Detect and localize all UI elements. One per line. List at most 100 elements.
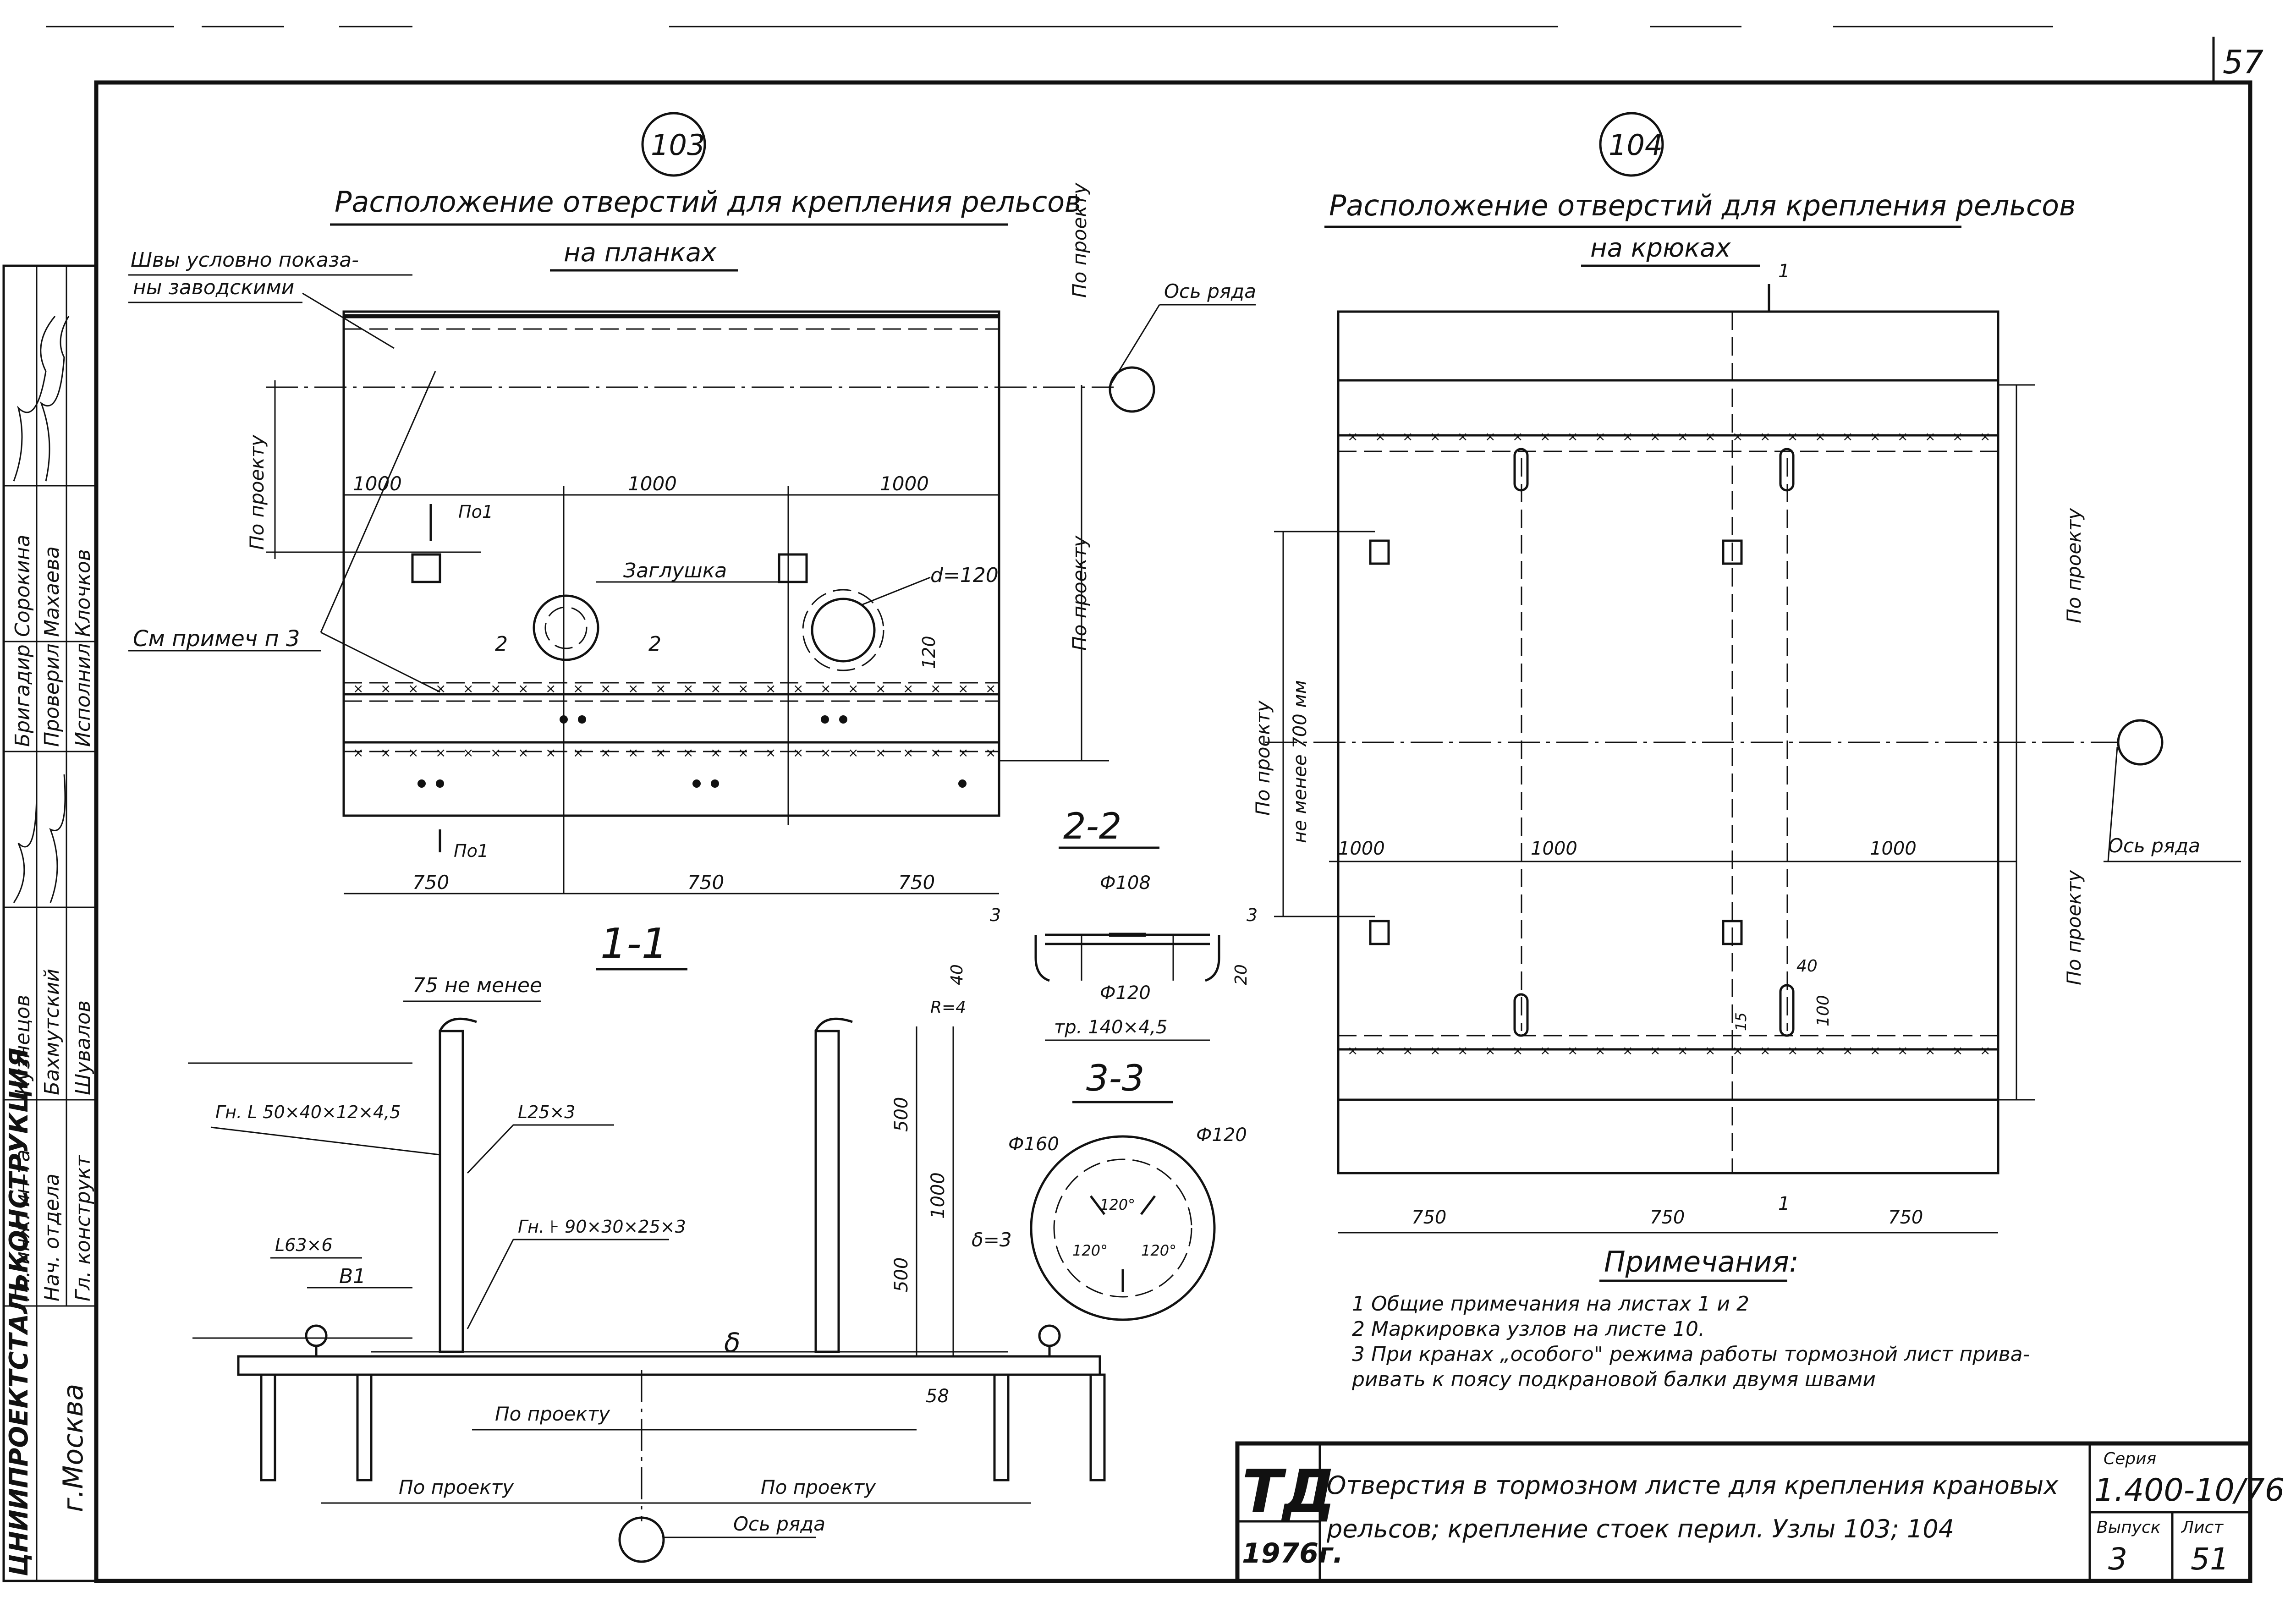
103-axis-circle [1109, 366, 1155, 413]
weld-mark: × [435, 745, 446, 760]
section-1-1-title: 1-1 [600, 920, 668, 968]
stamp-city: г.Москва [57, 1384, 89, 1512]
weld-mark: × [490, 745, 501, 760]
node-104-number: 104 [1609, 128, 1663, 162]
stamp-role-1: Гл. инж. ин-та [11, 1150, 34, 1301]
issue-label: Выпуск [2097, 1518, 2161, 1537]
104-dim-40: 40 [1796, 957, 1818, 976]
weld-mark: × [628, 681, 638, 696]
weld-mark: × [1732, 429, 1743, 444]
weld-mark: × [463, 681, 473, 696]
weld-mark: × [380, 681, 391, 696]
104-dim-100: 100 [1814, 995, 1833, 1026]
weld-mark: × [958, 745, 968, 760]
weld-mark: × [793, 681, 803, 696]
weld-mark: × [765, 681, 776, 696]
hole-diameter-label: d=120 [930, 564, 999, 587]
see-note: См примеч п 3 [133, 626, 300, 652]
104-dim-750-b: 750 [1650, 1207, 1685, 1228]
103-dim-1000-c: 1000 [880, 472, 929, 495]
103-section-2-right: 2 [648, 632, 661, 656]
weld-mark: × [1897, 1043, 1908, 1058]
sheet-value: 51 [2191, 1542, 2229, 1577]
104-axis-circle [2117, 719, 2164, 766]
weld-mark: × [1842, 1043, 1853, 1058]
103-section-2-left: 2 [495, 632, 508, 656]
title-year: 1976г. [1242, 1537, 1343, 1569]
weld-mark: × [1540, 429, 1550, 444]
2-2-d120: Ф120 [1100, 982, 1151, 1004]
stamp-role-6: Исполнил [71, 643, 95, 747]
weld-mark: × [1705, 1043, 1715, 1058]
3-3-delta3: δ=3 [972, 1229, 1012, 1251]
104-per-project-left: По проекту [1252, 700, 1274, 816]
weld-mark: × [985, 745, 996, 760]
3-3-angle-3: 120° [1141, 1242, 1176, 1259]
notes: Примечания: 1 Общие примечания на листах… [1351, 1245, 2030, 1391]
weld-mark: × [903, 681, 913, 696]
weld-mark: × [573, 681, 583, 696]
stamp-name-6: Клочков [71, 549, 95, 637]
103-dim-750-b: 750 [687, 871, 724, 894]
stamp-name-3: Шувалов [71, 1000, 95, 1095]
weld-mark: × [1567, 429, 1578, 444]
weld-mark: × [1925, 429, 1935, 444]
weld-mark: × [490, 681, 501, 696]
weld-mark: × [1512, 1043, 1523, 1058]
weld-mark: × [545, 745, 556, 760]
weld-mark: × [1787, 1043, 1798, 1058]
3-3-d160: Ф160 [1008, 1134, 1059, 1155]
weld-mark: × [518, 681, 528, 696]
2-2-dim3-right: 3 [1247, 905, 1258, 925]
103-dim-1000-b: 1000 [628, 472, 677, 495]
weld-mark: × [353, 745, 363, 760]
weld-mark: × [1952, 429, 1963, 444]
weld-mark: × [600, 681, 611, 696]
note-1: 1 Общие примечания на листах 1 и 2 [1352, 1292, 1749, 1316]
weld-mark: × [1677, 429, 1688, 444]
page-number: 57 [2223, 44, 2263, 81]
weld-mark: × [1650, 429, 1660, 444]
104-dim-1000-c: 1000 [1870, 838, 1917, 859]
1-1-per-project-2: По проекту [399, 1476, 514, 1498]
stamp-name-4: Сорокина [11, 535, 34, 637]
dim-500-b: 500 [891, 1257, 912, 1292]
weld-mark: × [435, 681, 446, 696]
node-104: 104 Расположение отверстий для крепления… [1252, 112, 2241, 1234]
weld-mark: × [1732, 1043, 1743, 1058]
weld-mark: × [655, 681, 666, 696]
weld-mark: × [1430, 1043, 1440, 1058]
weld-mark: × [875, 745, 886, 760]
weld-note-2: ны заводскими [133, 276, 294, 299]
weld-mark: × [793, 745, 803, 760]
dim-58: 58 [926, 1386, 949, 1407]
104-min-700: не менее 700 мм [1290, 680, 1311, 843]
stamp-org: ЦНИИПРОЕКТСТАЛЬКОНСТРУКЦИЯ [4, 1048, 34, 1576]
weld-mark: × [1980, 429, 1990, 444]
delta-label: δ [724, 1327, 741, 1358]
weld-mark: × [1595, 429, 1605, 444]
3-3-angle-1: 120° [1100, 1196, 1135, 1213]
b1-label: В1 [339, 1265, 366, 1288]
stamp-name-1: Кузнецов [11, 995, 34, 1095]
104-section-mark-top: 1 [1778, 261, 1790, 282]
weld-mark: × [545, 681, 556, 696]
weld-mark: × [463, 745, 473, 760]
103-section-mark-bottom: По1 [454, 841, 489, 861]
weld-mark: × [738, 681, 748, 696]
weld-mark: × [1677, 1043, 1688, 1058]
weld-mark: × [1375, 429, 1385, 444]
103-dim-750-c: 750 [898, 871, 935, 894]
plate-103 [342, 310, 1000, 817]
stamp-name-2: Бахмутский [40, 969, 64, 1095]
103-per-project-right-1: По проекту [1068, 182, 1091, 298]
weld-mark: × [1430, 429, 1440, 444]
signature-3 [13, 788, 38, 903]
node-104-title: Расположение отверстий для крепления рел… [1329, 189, 2076, 222]
weld-note: Швы условно показа- [131, 248, 359, 272]
weld-mark: × [985, 681, 996, 696]
weld-mark: × [958, 681, 968, 696]
weld-mark: × [1815, 1043, 1825, 1058]
2-2-dim40: 40 [948, 964, 967, 985]
